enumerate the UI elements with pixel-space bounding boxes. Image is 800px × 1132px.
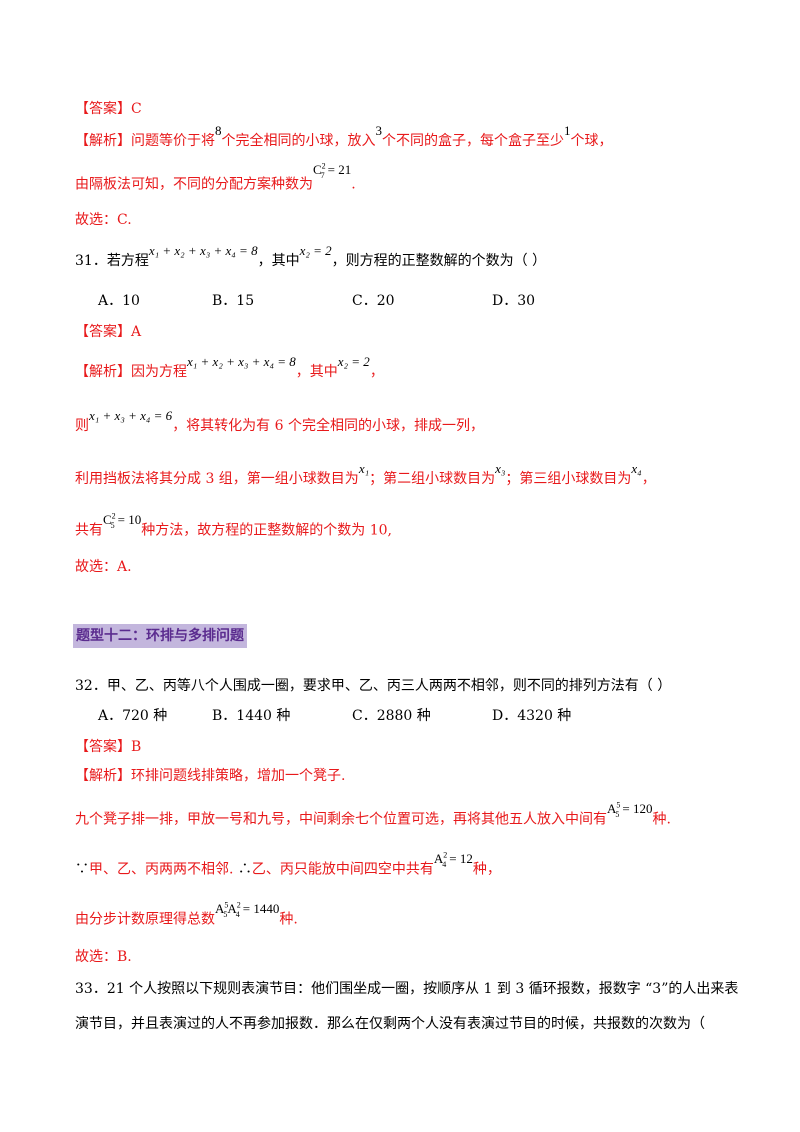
text: ，将其转化为有 6 个完全相同的小球，排成一列， <box>172 418 484 434</box>
equation: x₁ + x₂ + x₃ + x₄ = 8 <box>187 354 296 369</box>
q30-conclusion: 故选：C. <box>75 212 132 228</box>
q30-answer: 【答案】C <box>75 101 142 117</box>
text: . <box>351 176 356 193</box>
section-heading: 题型十二：环排与多排问题 <box>73 624 247 648</box>
q30-analysis-line1: 【解析】问题等价于将8个完全相同的小球，放入3个不同的盒子，每个盒子至少1个球， <box>75 123 613 151</box>
q33-stem-line1: 33．21 个人按照以下规则表演节目：他们围坐成一圈，按顺序从 1 到 3 循环… <box>75 981 739 997</box>
formula-a55: A55= 120 <box>607 801 653 819</box>
text: 共有 <box>75 522 103 539</box>
text: 由隔板法可知，不同的分配方案种数为 <box>75 176 313 193</box>
text: 乙、丙只能放中间四空中共有 <box>251 861 434 878</box>
formula-a55a42: A55A24= 1440 <box>215 901 280 919</box>
text: ，则方程的正整数解的个数为（ ） <box>331 253 547 269</box>
text: ， <box>641 471 656 487</box>
variable: x₁ <box>358 461 370 476</box>
q31-analysis-line3: 利用挡板法将其分成 3 组，第一组小球数目为x₁；第二组小球数目为x₃；第三组小… <box>75 461 656 489</box>
text: 环排问题线排策略，增加一个凳子. <box>131 768 346 784</box>
text: 因为方程 <box>131 364 187 380</box>
variable: x₄ <box>631 461 642 476</box>
question-number: 31．若方程 <box>75 253 149 269</box>
q32-stem: 32．甲、乙、丙等八个人围成一圈，要求甲、乙、丙三人两两不相邻，则不同的排列方法… <box>75 678 672 694</box>
equation: x₂ = 2 <box>299 243 332 258</box>
text: 问题等价于将 <box>131 133 215 149</box>
text: ， <box>369 364 384 380</box>
text: 种. <box>652 811 671 828</box>
q32-option-c: C．2880 种 <box>352 708 431 724</box>
analysis-label: 【解析】 <box>75 364 131 380</box>
text: ；第二组小球数目为 <box>369 471 496 487</box>
q30-analysis-line2: 由隔板法可知，不同的分配方案种数为C27= 21. <box>75 162 356 200</box>
q32-analysis-line2: 九个凳子排一排，甲放一号和九号，中间剩余七个位置可选，再将其他五人放入中间有A5… <box>75 801 671 835</box>
q33-stem-line2: 演节目，并且表演过的人不再参加报数．那么在仅剩两个人没有表演过节目的时候，共报数… <box>75 1016 705 1032</box>
text: 种方法，故方程的正整数解的个数为 10, <box>141 522 392 539</box>
analysis-label: 【解析】 <box>75 133 131 149</box>
text: 由分步计数原理得总数 <box>75 911 215 928</box>
equation: x₁ + x₃ + x₄ = 6 <box>89 408 173 423</box>
q31-stem: 31．若方程x₁ + x₂ + x₃ + x₄ = 8，其中x₂ = 2，则方程… <box>75 243 547 271</box>
q32-analysis-line3: ∵甲、乙、丙两两不相邻. ∴乙、丙只能放中间四空中共有A24= 12种， <box>75 851 501 885</box>
analysis-label: 【解析】 <box>75 768 131 784</box>
q31-analysis-line1: 【解析】因为方程x₁ + x₂ + x₃ + x₄ = 8，其中x₂ = 2， <box>75 354 384 382</box>
text: ，其中 <box>295 364 338 380</box>
because-symbol: ∵ <box>75 861 89 878</box>
text: ；第三组小球数目为 <box>505 471 632 487</box>
equation: x₂ = 2 <box>337 354 370 369</box>
text: 利用挡板法将其分成 3 组，第一组小球数目为 <box>75 471 359 487</box>
formula-c52: C25= 10 <box>103 512 142 530</box>
q31-analysis-line2: 则x₁ + x₃ + x₄ = 6，将其转化为有 6 个完全相同的小球，排成一列… <box>75 408 484 436</box>
q32-analysis-line4: 由分步计数原理得总数A55A24= 1440种. <box>75 901 298 935</box>
text: 甲、乙、丙两两不相邻. <box>89 861 238 878</box>
q32-option-d: D．4320 种 <box>492 708 572 724</box>
therefore-symbol: ∴ <box>237 861 252 878</box>
equation: x₁ + x₂ + x₃ + x₄ = 8 <box>148 243 258 258</box>
variable: x₃ <box>495 461 506 476</box>
q32-option-a: A．720 种 <box>98 708 168 724</box>
q31-option-a: A．10 <box>98 293 140 309</box>
q31-option-b: B．15 <box>212 293 255 309</box>
q31-answer: 【答案】A <box>75 324 142 340</box>
text: 个球， <box>570 133 613 149</box>
q32-option-b: B．1440 种 <box>212 708 291 724</box>
q31-option-d: D．30 <box>492 293 536 309</box>
text: 种， <box>472 861 501 878</box>
number: 3 <box>375 123 383 138</box>
text: 九个凳子排一排，甲放一号和九号，中间剩余七个位置可选，再将其他五人放入中间有 <box>75 811 607 828</box>
q31-analysis-line4: 共有C25= 10种方法，故方程的正整数解的个数为 10, <box>75 512 392 546</box>
text: 个完全相同的小球，放入 <box>221 133 376 149</box>
text: 个不同的盒子，每个盒子至少 <box>382 133 564 149</box>
text: 种. <box>279 911 298 928</box>
q32-conclusion: 故选：B. <box>75 949 132 965</box>
number: 8 <box>215 123 222 138</box>
text: 则 <box>75 418 89 434</box>
q32-analysis-line1: 【解析】环排问题线排策略，增加一个凳子. <box>75 766 345 786</box>
formula-c72: C27= 21 <box>313 162 352 180</box>
text: ，其中 <box>257 253 300 269</box>
number: 1 <box>564 123 571 138</box>
formula-a42: A24= 12 <box>433 851 473 869</box>
q31-conclusion: 故选：A. <box>75 559 132 575</box>
q32-answer: 【答案】B <box>75 739 142 755</box>
q31-option-c: C．20 <box>352 293 395 309</box>
